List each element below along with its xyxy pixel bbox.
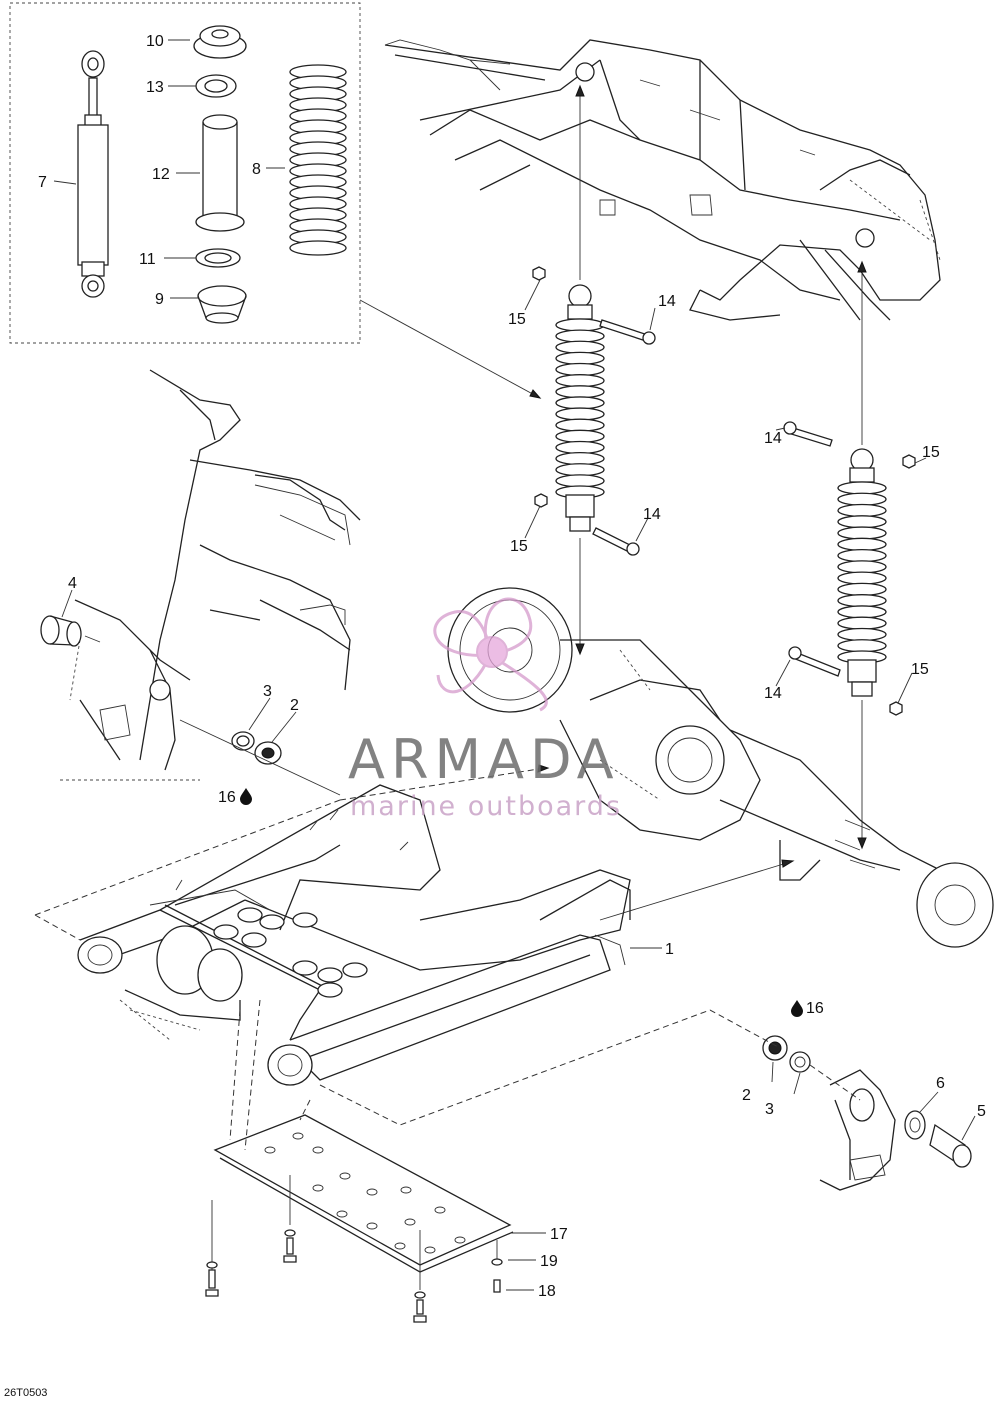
inset-leader-line [359,299,541,399]
oil-drop-icon [791,1000,803,1017]
skid-plate [213,1114,514,1273]
armada-watermark: ARMADA marine outboards [348,597,622,822]
shock-bolts [592,319,841,677]
callout-18: 18 [538,1283,556,1300]
callout-14-a: 14 [658,293,676,310]
shock-nuts [532,266,916,716]
callout-2-a: 2 [290,697,299,714]
callout-16-b: 16 [806,1000,824,1017]
skid-plate-bolts [205,1175,503,1323]
watermark-tagline: marine outboards [350,791,622,822]
oil-drop-icon [240,788,252,805]
spring-retainer-top-part [193,25,247,59]
callout-14-c: 14 [764,430,782,447]
callout-15-c: 15 [922,444,940,461]
adjuster-ring-part [197,285,247,324]
callout-4: 4 [68,575,77,592]
callout-9: 9 [155,291,164,308]
propeller-logo-icon [433,597,548,712]
shock-absorber-right [837,448,887,697]
assembly-arrows [575,84,867,850]
callout-16-a: 16 [218,789,236,806]
callout-11: 11 [139,251,156,268]
callout-15-a: 15 [508,311,526,328]
callout-17: 17 [550,1226,568,1243]
callout-14-b: 14 [643,506,661,523]
callout-7: 7 [38,174,47,191]
swing-arm [77,784,631,1086]
callout-12: 12 [152,166,170,183]
assembly-lines [34,764,861,1151]
bushing-part [40,615,101,647]
callout-8: 8 [252,161,261,178]
damper-part [77,50,109,298]
callout-labels: 10 13 12 8 11 9 7 15 14 15 14 14 15 14 1… [4,33,986,1399]
callout-10: 10 [146,33,164,50]
callout-2-b: 2 [742,1087,751,1104]
callout-1: 1 [665,941,674,958]
callout-15-d: 15 [911,661,929,678]
callout-leaders [53,39,976,1291]
rear-frame-upper [384,39,941,321]
rear-frame-left [60,369,361,781]
figure-code: 26T0503 [4,1387,47,1399]
right-pivot-mount [762,1035,972,1191]
shock-components-inset [9,2,361,344]
callout-3-a: 3 [263,683,272,700]
left-pivot-axis [179,719,341,796]
callout-19: 19 [540,1253,558,1270]
sleeve-part [195,114,245,232]
callout-13: 13 [146,79,164,96]
watermark-brand: ARMADA [348,728,620,791]
callout-3-b: 3 [765,1101,774,1118]
callout-6: 6 [936,1075,945,1092]
shock-absorber-left [555,284,605,532]
callout-5: 5 [977,1103,986,1120]
washer-part [195,248,241,268]
coil-spring-part [289,64,347,256]
callout-14-d: 14 [764,685,782,702]
retaining-clip-part [195,74,237,98]
callout-15-b: 15 [510,538,528,555]
